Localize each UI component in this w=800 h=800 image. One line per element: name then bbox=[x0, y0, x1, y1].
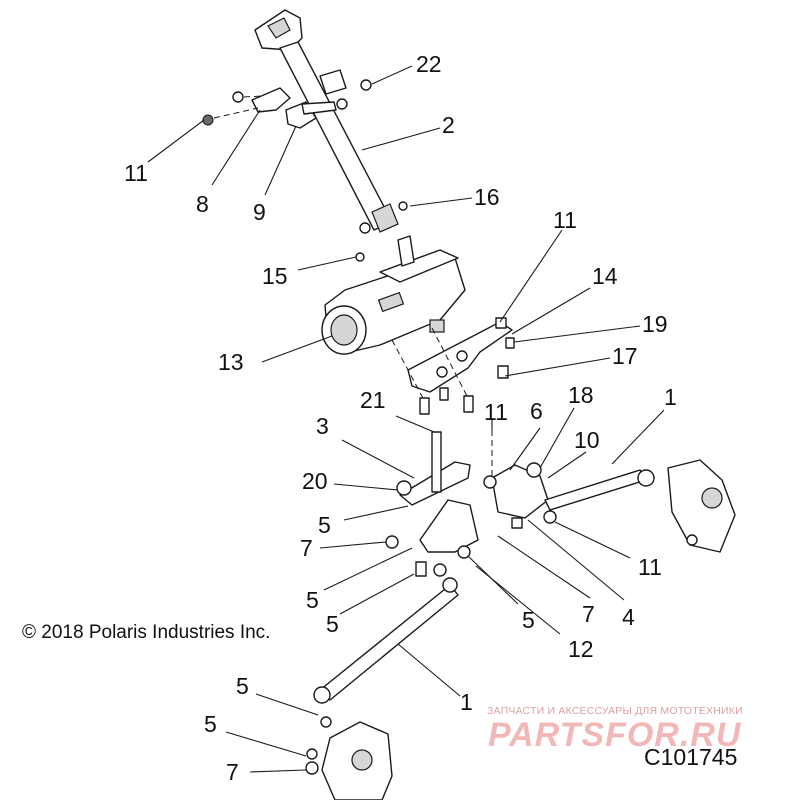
callout-22: 22 bbox=[416, 51, 442, 77]
callout-10: 10 bbox=[574, 427, 600, 453]
callout-9: 9 bbox=[253, 199, 266, 225]
callout-13: 13 bbox=[218, 349, 244, 375]
callout-5: 5 bbox=[318, 512, 331, 538]
power-steering-unit bbox=[321, 201, 466, 355]
figure-code: C101745 bbox=[644, 744, 738, 770]
callout-5: 5 bbox=[306, 587, 319, 613]
steering-column bbox=[254, 9, 399, 233]
callout-2: 2 bbox=[442, 112, 455, 138]
callout-11: 11 bbox=[553, 207, 577, 233]
callout-18: 18 bbox=[568, 382, 594, 408]
leader-lines bbox=[147, 65, 665, 773]
callout-19: 19 bbox=[642, 311, 668, 337]
callout-21: 21 bbox=[360, 387, 386, 413]
callout-20: 20 bbox=[302, 468, 328, 494]
tie-rod-lower bbox=[313, 577, 459, 704]
callout-11: 11 bbox=[638, 554, 662, 580]
callout-7: 7 bbox=[582, 601, 595, 627]
mounting-bracket bbox=[391, 317, 515, 415]
pitman-arm-and-idler bbox=[385, 431, 479, 577]
steering-knuckle-right bbox=[667, 459, 736, 553]
copyright-notice: © 2018 Polaris Industries Inc. bbox=[22, 622, 271, 643]
callout-16: 16 bbox=[474, 184, 500, 210]
callout-1: 1 bbox=[460, 689, 473, 715]
callout-17: 17 bbox=[612, 343, 638, 369]
callout-14: 14 bbox=[592, 263, 618, 289]
callout-7: 7 bbox=[300, 535, 313, 561]
callout-15: 15 bbox=[262, 263, 288, 289]
watermark-logo: PARTSFOR.RU bbox=[488, 716, 742, 754]
callout-11: 11 bbox=[484, 399, 508, 425]
callout-4: 4 bbox=[622, 604, 635, 630]
callout-8: 8 bbox=[196, 191, 209, 217]
callout-5: 5 bbox=[236, 673, 249, 699]
callout-6: 6 bbox=[530, 398, 543, 424]
idler-arm-right bbox=[483, 430, 557, 529]
column-clamp-parts bbox=[202, 69, 372, 129]
callout-7: 7 bbox=[226, 759, 239, 785]
watermark-tagline: ЗАПЧАСТИ И АКСЕССУАРЫ ДЛЯ МОТОТЕХНИКИ bbox=[487, 705, 743, 717]
callout-5: 5 bbox=[204, 711, 217, 737]
callout-5: 5 bbox=[522, 607, 535, 633]
callout-labels: 22 2 11 8 9 16 15 11 14 19 13 17 21 11 6… bbox=[124, 51, 677, 785]
callout-12: 12 bbox=[568, 636, 594, 662]
callout-1: 1 bbox=[664, 384, 677, 410]
callout-11: 11 bbox=[124, 160, 148, 186]
steering-knuckle-lower bbox=[305, 716, 393, 800]
callout-3: 3 bbox=[316, 413, 329, 439]
tie-rod-right bbox=[544, 469, 655, 511]
callout-5: 5 bbox=[326, 611, 339, 637]
